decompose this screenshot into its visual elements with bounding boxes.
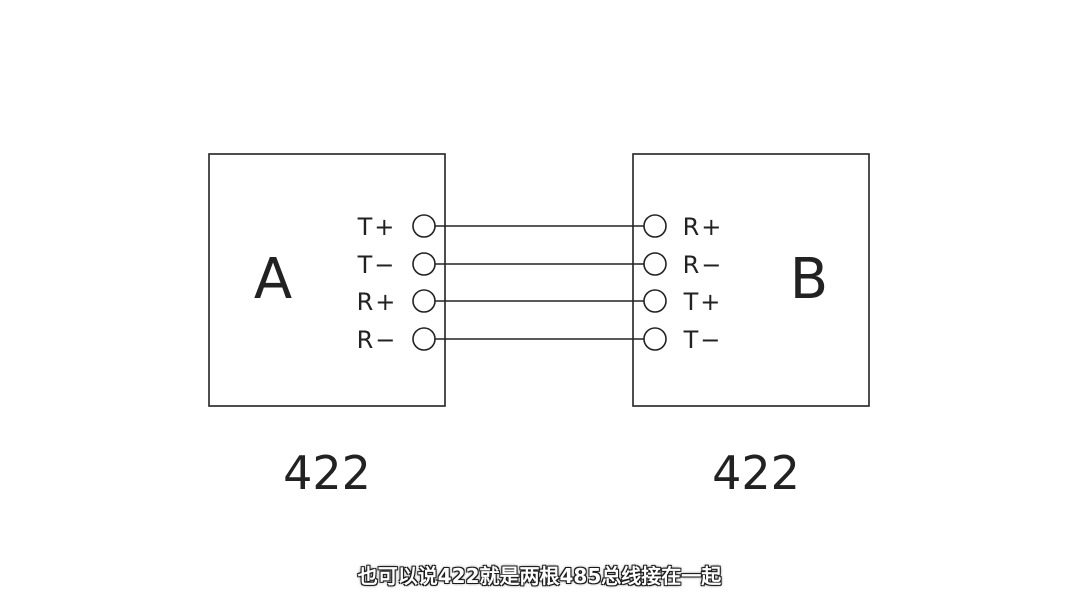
device-b-pin-label: R+ xyxy=(683,213,724,241)
device-a-terminal-2 xyxy=(412,252,436,276)
device-b-letter: B xyxy=(790,247,828,312)
device-b-terminal-3 xyxy=(643,289,667,313)
device-b-box xyxy=(632,153,870,407)
device-a-terminal-4 xyxy=(412,327,436,351)
device-a-pin-label: R− xyxy=(357,326,398,354)
device-b-pin-labels: R+ R− T+ T− xyxy=(683,213,724,354)
connection-wires xyxy=(435,225,644,340)
device-b-terminals xyxy=(643,214,667,351)
device-b-pin-label: T− xyxy=(683,326,723,354)
device-b-pin-label: T+ xyxy=(683,288,723,316)
device-a-pin-label: T+ xyxy=(357,213,397,241)
device-a-terminal-3 xyxy=(412,289,436,313)
device-a-pin-labels: T+ T− R+ R− xyxy=(357,213,398,354)
device-b-pin-label: R− xyxy=(683,251,724,279)
device-a-pin-label: T− xyxy=(357,251,397,279)
device-b-standard-label: 422 xyxy=(712,446,800,500)
device-b-terminal-4 xyxy=(643,327,667,351)
device-a-terminal-1 xyxy=(412,214,436,238)
device-a-box xyxy=(208,153,446,407)
device-a-terminals xyxy=(412,214,436,351)
device-a-standard-label: 422 xyxy=(283,446,371,500)
device-b-terminal-1 xyxy=(643,214,667,238)
device-a-pin-label: R+ xyxy=(357,288,398,316)
device-a-letter: A xyxy=(254,247,292,312)
video-subtitle: 也可以说422就是两根485总线接在一起 xyxy=(357,564,722,588)
device-b-terminal-2 xyxy=(643,252,667,276)
